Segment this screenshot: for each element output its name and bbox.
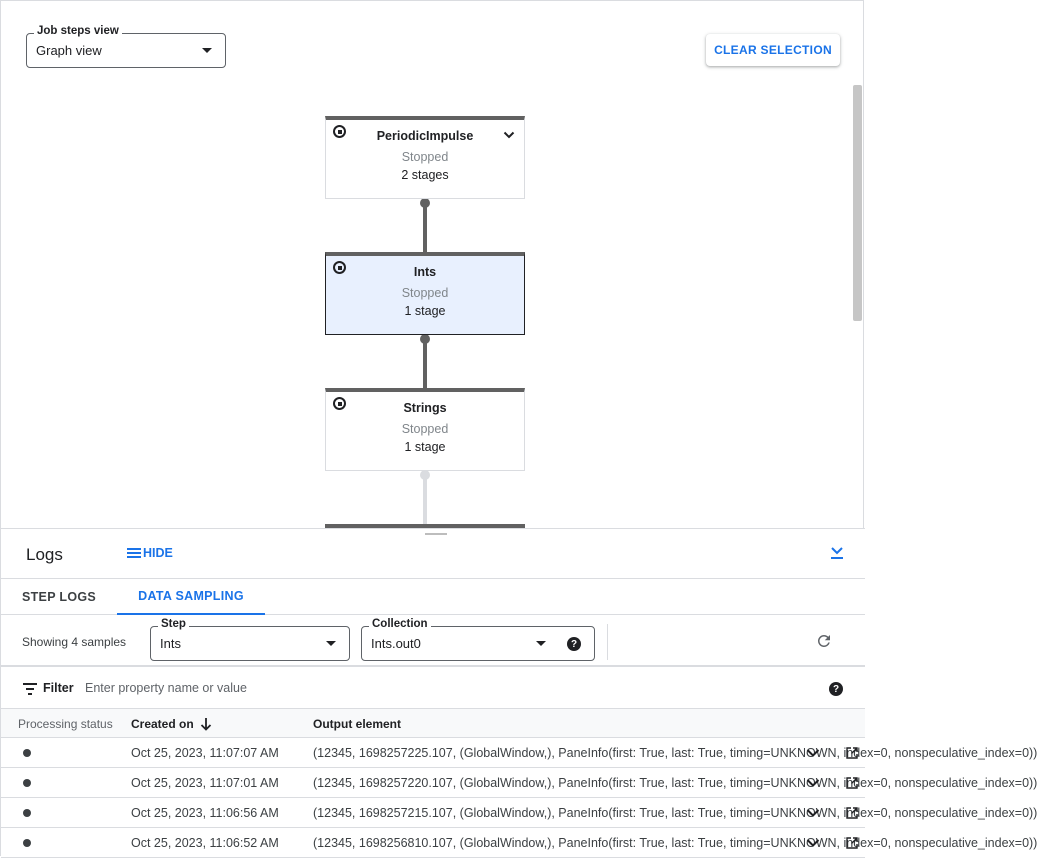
sampling-toolbar: Showing 4 samples Step Ints Collection I… (1, 615, 865, 667)
stop-circle-icon (333, 261, 346, 274)
node-title: PeriodicImpulse (376, 129, 474, 143)
row-created-on: Oct 25, 2023, 11:07:01 AM (131, 776, 279, 790)
chevron-down-icon[interactable] (806, 836, 820, 850)
edge-port-dot (420, 470, 430, 480)
collection-select[interactable]: Collection Ints.out0 ? (361, 618, 595, 661)
table-row[interactable]: Oct 25, 2023, 11:07:01 AM (12345, 169825… (1, 768, 1037, 798)
tab-data-sampling[interactable]: DATA SAMPLING (117, 579, 265, 615)
graph-edge (423, 203, 427, 253)
row-created-on: Oct 25, 2023, 11:06:56 AM (131, 806, 279, 820)
graph-node-ints[interactable]: Ints Stopped 1 stage (325, 252, 525, 335)
row-output-element: (12345, 1698257225.107, (GlobalWindow,),… (313, 746, 1037, 760)
dataflow-job-page: Job steps view Graph view CLEAR SELECTIO… (0, 0, 864, 856)
table-header: Processing status Created on Output elem… (1, 709, 865, 738)
logs-title: Logs (26, 545, 63, 564)
node-title: Ints (413, 265, 437, 279)
stop-circle-icon (333, 397, 346, 410)
collapse-down-icon[interactable] (830, 546, 844, 560)
chevron-down-icon[interactable] (806, 806, 820, 820)
dropdown-arrow-icon (326, 641, 336, 646)
table-row[interactable]: Oct 25, 2023, 11:06:56 AM (12345, 169825… (1, 798, 1037, 828)
node-stages: 1 stage (404, 304, 446, 318)
open-in-new-icon[interactable] (846, 837, 858, 849)
graph-node-partial (325, 524, 525, 528)
help-icon[interactable]: ? (829, 682, 843, 696)
node-status: Stopped (401, 422, 449, 436)
node-stages: 1 stage (404, 440, 446, 454)
column-created-on-label: Created on (131, 717, 194, 731)
stop-circle-icon (333, 125, 346, 138)
panel-resize-handle[interactable] (425, 533, 447, 535)
filter-icon (23, 683, 37, 695)
collection-value: Ints.out0 (371, 636, 421, 651)
node-title: Strings (403, 401, 447, 415)
logs-tabs: STEP LOGS DATA SAMPLING (1, 578, 865, 615)
collection-label: Collection (369, 618, 431, 630)
row-output-element: (12345, 1698256810.107, (GlobalWindow,),… (313, 836, 1037, 850)
samples-table: Processing status Created on Output elem… (1, 709, 1037, 858)
list-icon (127, 548, 141, 558)
open-in-new-icon[interactable] (846, 777, 858, 789)
hide-label: HIDE (143, 546, 173, 560)
edge-port-dot (420, 198, 430, 208)
dot-icon (23, 779, 31, 787)
graph-edge (423, 339, 427, 389)
dot-icon (23, 839, 31, 847)
logs-panel: Logs HIDE STEP LOGS DATA SAMPLING Showin… (1, 528, 1037, 858)
edge-port-dot (420, 334, 430, 344)
row-output-element: (12345, 1698257215.107, (GlobalWindow,),… (313, 806, 1037, 820)
node-status: Stopped (401, 150, 449, 164)
refresh-icon[interactable] (815, 632, 833, 650)
step-select[interactable]: Step Ints (150, 618, 350, 661)
dropdown-arrow-icon (536, 641, 546, 646)
row-created-on: Oct 25, 2023, 11:06:52 AM (131, 836, 279, 850)
table-row[interactable]: Oct 25, 2023, 11:07:07 AM (12345, 169825… (1, 738, 1037, 768)
graph-node-periodicimpulse[interactable]: PeriodicImpulse Stopped 2 stages (325, 116, 525, 199)
hide-logs-button[interactable]: HIDE (127, 546, 173, 560)
graph-node-strings[interactable]: Strings Stopped 1 stage (325, 388, 525, 471)
chevron-down-icon[interactable] (806, 776, 820, 790)
column-processing-status: Processing status (18, 717, 113, 731)
column-created-on[interactable]: Created on (131, 717, 212, 731)
dropdown-arrow-icon (202, 48, 212, 53)
clear-selection-button[interactable]: CLEAR SELECTION (706, 34, 840, 66)
samples-count: Showing 4 samples (22, 635, 127, 649)
step-label: Step (158, 618, 189, 630)
step-value: Ints (160, 636, 181, 651)
open-in-new-icon[interactable] (846, 807, 858, 819)
tab-step-logs[interactable]: STEP LOGS (21, 590, 96, 604)
row-created-on: Oct 25, 2023, 11:07:07 AM (131, 746, 279, 760)
help-icon[interactable]: ? (567, 637, 581, 651)
dot-icon (23, 749, 31, 757)
chevron-down-icon[interactable] (503, 129, 515, 141)
arrow-down-icon (200, 717, 211, 731)
column-output-element: Output element (313, 717, 402, 731)
chevron-down-icon[interactable] (806, 746, 820, 760)
filter-input[interactable] (85, 679, 685, 697)
graph-edge (423, 475, 427, 525)
toolbar-divider (607, 624, 608, 660)
filter-label: Filter (43, 681, 74, 695)
filter-bar: Filter ? (1, 669, 865, 709)
graph-scrollbar[interactable] (853, 85, 862, 321)
table-row[interactable]: Oct 25, 2023, 11:06:52 AM (12345, 169825… (1, 828, 1037, 858)
node-status: Stopped (401, 286, 449, 300)
job-steps-view-select[interactable]: Job steps view Graph view (26, 25, 226, 68)
dot-icon (23, 809, 31, 817)
job-steps-view-label: Job steps view (34, 25, 122, 37)
row-output-element: (12345, 1698257220.107, (GlobalWindow,),… (313, 776, 1037, 790)
job-steps-view-value: Graph view (36, 43, 102, 58)
node-stages: 2 stages (401, 168, 449, 182)
open-in-new-icon[interactable] (846, 747, 858, 759)
